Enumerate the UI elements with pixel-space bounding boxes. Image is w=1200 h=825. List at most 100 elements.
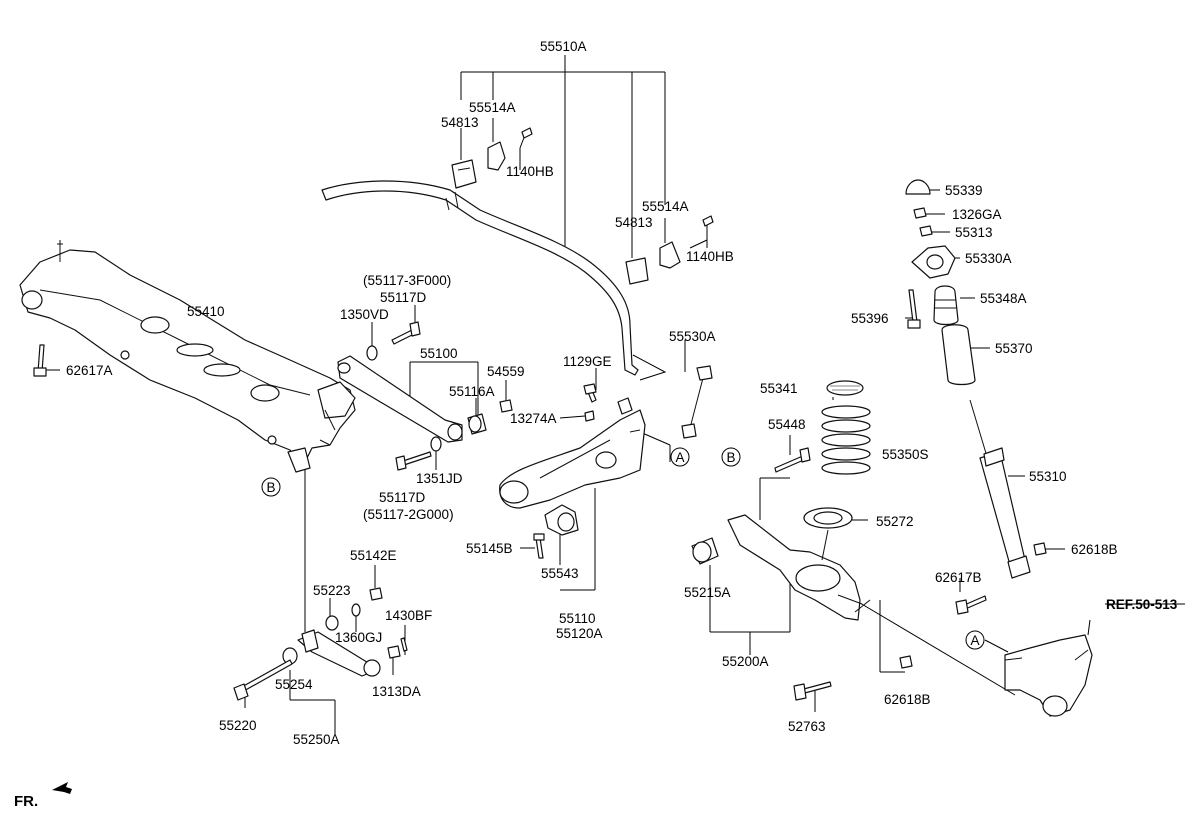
- part-labels: 55510A 55514A 54813 1140HB 54813 55514A …: [14, 39, 1178, 810]
- bushing-55543: [544, 504, 579, 536]
- part-label: 55530A: [669, 329, 716, 344]
- ref-marker-letter: B: [726, 450, 735, 465]
- nut-13274A: [584, 410, 595, 422]
- part-label: 55448: [768, 417, 806, 432]
- ref-marker-letter: A: [970, 633, 979, 648]
- ref-marker-A-arm: A: [670, 447, 690, 467]
- part-label: (55117-3F000): [363, 273, 451, 288]
- part-label: 55330A: [965, 251, 1012, 266]
- part-label: (55117-2G000): [363, 507, 454, 522]
- part-label: 55543: [541, 566, 579, 581]
- fr-arrow-icon: [52, 782, 72, 794]
- part-label: 1140HB: [506, 164, 554, 179]
- part-label: 55100: [420, 346, 458, 361]
- bolt-55117D-upper: [391, 321, 421, 345]
- spring-pad-55272: [803, 507, 853, 561]
- leader-lines: [44, 55, 1185, 735]
- shock-absorber-55310: [969, 399, 1031, 579]
- part-label: 55370: [995, 341, 1033, 356]
- nut-1326GA: [913, 207, 927, 219]
- bolt-55117D-lower: [395, 451, 432, 471]
- washer-1350VD: [366, 345, 378, 361]
- part-label: 55339: [945, 183, 983, 198]
- part-label: 55117D: [380, 290, 427, 305]
- mount-55330A: [911, 245, 956, 279]
- part-label: 55223: [313, 583, 351, 598]
- part-label: 55514A: [469, 100, 516, 115]
- part-label: 62618B: [884, 692, 931, 707]
- nut-62618B-upper: [1033, 542, 1047, 556]
- dust-cover-55370: [941, 324, 976, 386]
- part-label: 1350VD: [340, 307, 389, 322]
- part-label: 55142E: [350, 548, 397, 563]
- nut-55313: [919, 225, 933, 237]
- part-label: 1313DA: [372, 684, 421, 699]
- knuckle: [1004, 634, 1093, 717]
- part-label: 55313: [955, 225, 993, 240]
- ref-marker-letter: B: [266, 480, 275, 495]
- reference-label: REF.50-513: [1106, 597, 1178, 612]
- part-label: 55254: [275, 677, 313, 692]
- part-label: 55116A: [449, 384, 495, 399]
- part-label: 54559: [487, 364, 525, 379]
- lower-arm-55200A: [727, 514, 871, 621]
- part-label: 54813: [615, 215, 653, 230]
- upper-arm-55100: [337, 355, 463, 443]
- part-label: 1140HB: [686, 249, 734, 264]
- ref-marker-B-frame: B: [261, 477, 281, 497]
- stabilizer-bushing-left: [451, 159, 477, 189]
- nut-55142E: [369, 587, 383, 601]
- stabilizer-bar: [321, 180, 639, 376]
- part-label: 55215A: [684, 585, 731, 600]
- part-label: 1360GJ: [335, 630, 382, 645]
- nut-62618B-lower: [899, 655, 913, 669]
- part-label: 62617B: [935, 570, 982, 585]
- part-label: 55220: [219, 718, 257, 733]
- nut-1313DA: [387, 645, 401, 659]
- stabilizer-clamp-left: [487, 127, 533, 171]
- stabilizer-clamp-right: [659, 215, 714, 269]
- part-label: 55350S: [882, 447, 929, 462]
- part-label: 1326GA: [952, 207, 1002, 222]
- part-label: 1351JD: [416, 471, 463, 486]
- crossmember-subframe: [19, 240, 356, 473]
- part-label: 1430BF: [385, 608, 432, 623]
- part-label: 55514A: [642, 199, 689, 214]
- part-label: 55310: [1029, 469, 1067, 484]
- bolt-55448: [774, 447, 811, 473]
- washer-1360GJ: [351, 603, 361, 617]
- part-label: 55250A: [293, 732, 340, 747]
- part-label: 55348A: [980, 291, 1027, 306]
- bolt-62617B: [955, 595, 987, 615]
- part-label: 55120A: [556, 626, 603, 641]
- part-label: 54813: [441, 115, 479, 130]
- bolt-55396: [907, 289, 921, 329]
- cap-55339: [905, 179, 931, 195]
- link-55530A: [681, 365, 713, 439]
- lateral-arm-55250A: [297, 629, 381, 677]
- part-label: 55117D: [379, 490, 426, 505]
- part-label: 1129GE: [563, 354, 612, 369]
- bolt-52763: [793, 681, 832, 701]
- coil-spring-55350S: [821, 405, 871, 475]
- bolt-55220: [233, 659, 293, 701]
- part-label: 52763: [788, 719, 826, 734]
- bolt-1129GE: [583, 383, 597, 403]
- bolt-62617A: [33, 344, 47, 377]
- part-label: 55145B: [466, 541, 513, 556]
- ref-marker-B-arm: B: [721, 447, 741, 467]
- front-direction-label: FR.: [14, 793, 38, 810]
- spring-seat-55341: [826, 380, 864, 396]
- bushing-55215A: [691, 537, 719, 565]
- stabilizer-bushing-right: [625, 257, 649, 285]
- part-label: 55510A: [540, 39, 587, 54]
- part-label: 55110: [559, 611, 596, 626]
- part-label: 55396: [851, 311, 889, 326]
- part-label: 55341: [760, 381, 798, 396]
- part-label: 62618B: [1071, 542, 1118, 557]
- ref-marker-letter: A: [675, 450, 684, 465]
- part-label: 13274A: [510, 411, 557, 426]
- part-label: 62617A: [66, 363, 113, 378]
